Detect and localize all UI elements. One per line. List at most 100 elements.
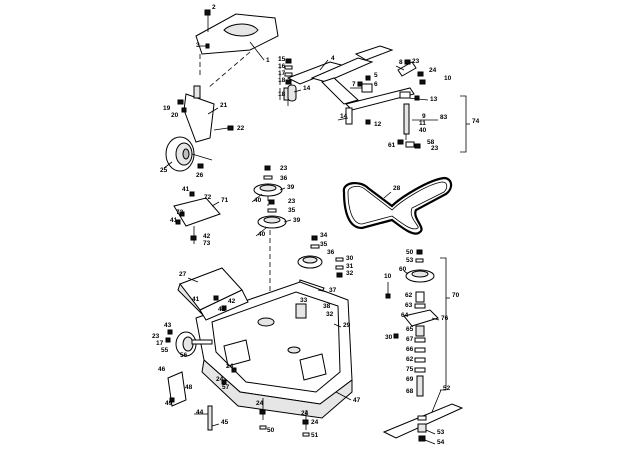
part-callout: 24 [216, 376, 224, 383]
part-callout: 41 [192, 296, 200, 303]
part-callout: 6 [374, 81, 378, 88]
part-callout: 13 [430, 96, 438, 103]
side-shield [173, 191, 221, 244]
part-callout: 46 [158, 366, 166, 373]
part-callout: 24 [311, 419, 319, 426]
part-callout: 35 [320, 241, 328, 248]
part-callout: 42 [228, 298, 236, 305]
part-callout: 56 [180, 352, 188, 359]
part-callout: 43 [164, 322, 172, 329]
top-cover-part [195, 9, 279, 55]
part-callout: 36 [280, 175, 288, 182]
part-callout: 24 [429, 67, 437, 74]
part-callout: 24 [301, 410, 309, 417]
part-callout: 9 [422, 113, 426, 120]
lower-pulley [257, 199, 287, 229]
part-callout: 60 [399, 266, 407, 273]
mower-belt [342, 176, 453, 235]
part-callout: 16 [278, 63, 286, 70]
part-callout: 3 [196, 42, 200, 49]
part-callout: 28 [393, 185, 401, 192]
spindle-assembly [385, 249, 439, 397]
upper-pulley [253, 165, 283, 206]
part-callout: 2 [212, 4, 216, 11]
part-callout: 23 [152, 333, 160, 340]
part-callout: 21 [220, 102, 228, 109]
part-callout: 23 [412, 58, 420, 65]
part-callout: 27 [179, 271, 187, 278]
part-callout: 8 [399, 59, 403, 66]
part-callout: 11 [419, 120, 426, 127]
part-callout: 14 [303, 85, 311, 92]
part-callout: 4 [331, 55, 335, 62]
part-callout: 23 [431, 145, 439, 152]
part-callout: 17 [156, 340, 164, 347]
part-callout: 40 [258, 231, 266, 238]
part-callout: 73 [203, 240, 211, 247]
part-callout: 61 [388, 142, 396, 149]
part-callout: 41 [182, 186, 190, 193]
part-callout: 49 [165, 400, 173, 407]
part-callout: 37 [329, 287, 337, 294]
part-callout: 76 [441, 315, 449, 322]
part-callout: 52 [443, 385, 451, 392]
part-callout: 62 [405, 292, 413, 299]
part-callout: 14 [340, 113, 348, 120]
part-callout: 33 [300, 297, 308, 304]
part-callout: 47 [353, 397, 361, 404]
part-callout: 83 [440, 114, 448, 121]
part-callout: 68 [406, 388, 414, 395]
part-callout: 40 [254, 197, 262, 204]
part-callout: 54 [437, 439, 445, 446]
discharge-chute [177, 267, 249, 321]
part-callout: 72 [176, 209, 184, 216]
part-callout: 41 [218, 306, 226, 313]
mower-deck [195, 281, 353, 419]
part-callout: 12 [374, 121, 382, 128]
part-callout: 34 [320, 232, 328, 239]
part-callout: 18 [278, 77, 286, 84]
part-callout: 48 [185, 384, 193, 391]
part-callout: 18 [278, 91, 286, 98]
part-callout: 39 [287, 184, 295, 191]
part-callout: 63 [405, 302, 413, 309]
part-callout: 50 [406, 249, 414, 256]
part-callout: 29 [343, 322, 351, 329]
part-callout: 19 [163, 105, 171, 112]
part-callout: 30 [346, 255, 354, 262]
part-callout: 72 [204, 194, 212, 201]
part-callout: 70 [452, 292, 460, 299]
part-callout: 22 [237, 125, 245, 132]
part-callout: 36 [327, 249, 335, 256]
anti-scalp-wheel [165, 136, 213, 172]
part-callout: 69 [406, 376, 414, 383]
part-callout: 30 [385, 334, 393, 341]
part-callout: 24 [226, 363, 234, 370]
part-callout: 23 [280, 165, 288, 172]
part-callout: 24 [256, 400, 264, 407]
deck-gauge-wheel [165, 329, 213, 357]
part-callout: 26 [196, 172, 204, 179]
part-callout: 31 [346, 263, 354, 270]
mount-bracket [177, 85, 234, 143]
part-callout: 39 [293, 217, 301, 224]
part-callout: 41 [170, 217, 178, 224]
part-callout: 38 [323, 303, 331, 310]
mower-blade [382, 403, 464, 442]
part-callout: 32 [326, 311, 334, 318]
part-callout: 53 [437, 429, 445, 436]
leader-lines [163, 41, 442, 445]
part-callout: 35 [288, 207, 296, 214]
part-callout: 25 [160, 167, 168, 174]
part-callout: 40 [419, 127, 427, 134]
side-link [167, 371, 213, 431]
part-callout: 75 [406, 366, 414, 373]
part-callout: 10 [384, 273, 392, 280]
part-callout: 15 [278, 56, 286, 63]
part-callout: 17 [278, 70, 286, 77]
part-callout: 64 [401, 312, 409, 319]
part-callout: 44 [196, 409, 204, 416]
part-callout: 5 [374, 72, 378, 79]
